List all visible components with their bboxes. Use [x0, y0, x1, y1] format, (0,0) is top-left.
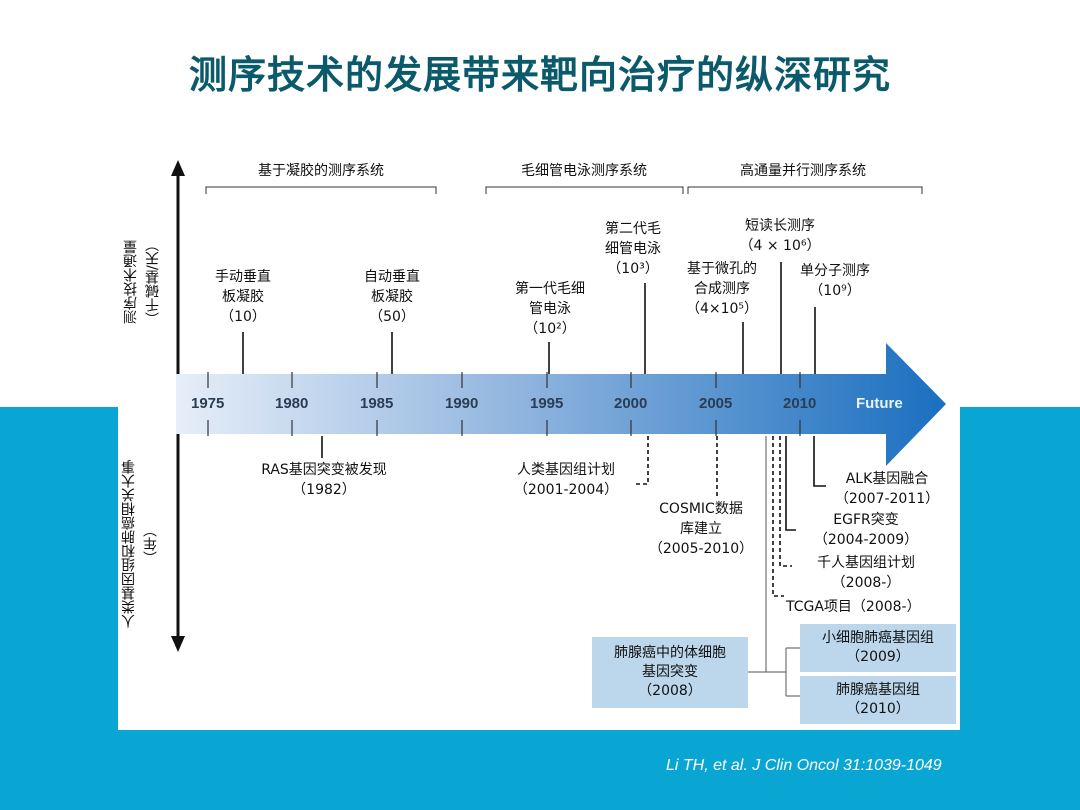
year-label: 1980 — [275, 395, 309, 412]
year-label: 1995 — [530, 395, 564, 412]
timeline-arrow — [176, 343, 946, 466]
tech-auto-gel: 自动垂直板凝胶（50） — [364, 269, 420, 325]
event-alk: ALK基因融合（2007-2011） — [834, 471, 940, 507]
tech-manual-gel: 手动垂直板凝胶（10） — [215, 269, 271, 325]
year-label: 2005 — [699, 395, 733, 412]
year-label: 2010 — [783, 395, 817, 412]
upper-axis-label: 测序技术通量（千碱基/天） — [123, 237, 161, 327]
tech-microwell: 基于微孔的合成测序（4×10⁵） — [685, 261, 759, 317]
event-cosmic: COSMIC数据库建立（2005-2010） — [648, 501, 754, 557]
event-ras: RAS基因突变被发现（1982） — [261, 462, 387, 498]
year-label: 1985 — [360, 395, 394, 412]
event-human-genome-project: 人类基因组计划（2001-2004） — [513, 462, 619, 498]
tech-single-molecule: 单分子测序（10⁹） — [800, 263, 870, 299]
event-1000-genomes: 千人基因组计划（2008-） — [817, 555, 915, 591]
lower-axis-label: 人类基因组和肺癌相关大事（年） — [121, 460, 159, 628]
future-label: Future — [856, 395, 903, 412]
event-tcga: TCGA项目（2008-） — [786, 599, 921, 615]
era-brackets — [205, 186, 923, 194]
tech-short-read: 短读长测序（4 × 10⁶） — [739, 218, 821, 254]
year-label: 1990 — [445, 395, 479, 412]
tech-second-capillary: 第二代毛细管电泳（10³） — [605, 221, 661, 277]
box-adeno-genome: 肺腺癌基因组 （2010） — [800, 676, 956, 724]
era-label-gel: 基于凝胶的测序系统 — [258, 163, 384, 179]
box-sclc-genome: 小细胞肺癌基因组 （2009） — [800, 624, 956, 672]
slide-title: 测序技术的发展带来靶向治疗的纵深研究 — [188, 53, 891, 97]
event-connectors — [321, 436, 826, 597]
year-label: 2000 — [614, 395, 648, 412]
timeline-ticks — [207, 372, 801, 436]
box-connectors — [748, 436, 800, 697]
event-egfr: EGFR突变（2004-2009） — [813, 512, 919, 548]
era-label-capillary: 毛细管电泳测序系统 — [521, 163, 647, 179]
box-lung-adeno-somatic: 肺腺癌中的体细胞 基因突变 （2008） — [592, 637, 748, 708]
tech-connectors — [242, 262, 816, 374]
citation: Li TH, et al. J Clin Oncol 31:1039-1049 — [666, 757, 942, 774]
tech-first-capillary: 第一代毛细管电泳（10²） — [515, 281, 585, 337]
year-label: 1975 — [191, 395, 225, 412]
era-label-high-throughput: 高通量并行测序系统 — [740, 163, 866, 179]
